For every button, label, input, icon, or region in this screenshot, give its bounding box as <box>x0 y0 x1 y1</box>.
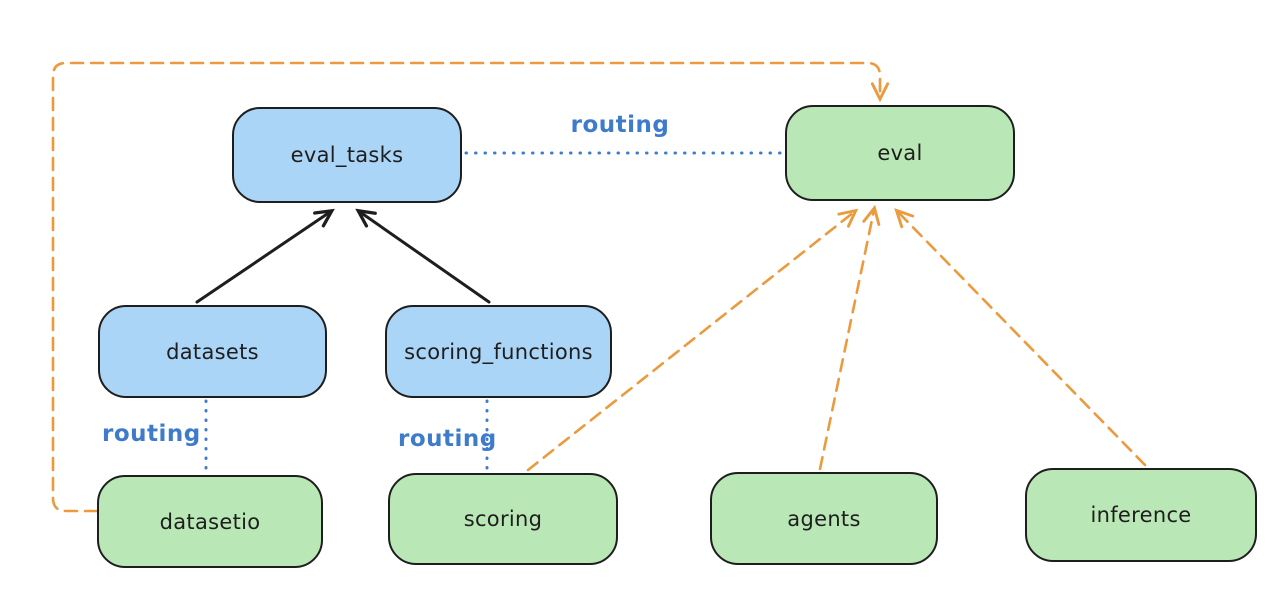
node-datasets-label: datasets <box>166 339 259 364</box>
edge-label-routing-eval-tasks-eval: routing <box>570 112 670 138</box>
edge-label-routing-datasets-datasetio: routing <box>102 421 201 447</box>
node-scoring-label: scoring <box>463 507 543 531</box>
node-eval: eval <box>785 105 1015 201</box>
node-inference-label: inference <box>1090 503 1192 527</box>
edge-datasets-to-eval-tasks-arrow <box>195 212 330 304</box>
edge-scoring-to-eval-arrow <box>526 208 859 472</box>
node-eval-tasks-label: eval_tasks <box>290 143 404 167</box>
edge-inference-to-eval-arrow <box>894 208 1147 467</box>
edge-datasetio-to-eval-arrow <box>51 61 890 513</box>
node-eval-tasks: eval_tasks <box>232 107 462 203</box>
node-agents: agents <box>710 472 938 565</box>
edge-scoring-functions-to-eval-tasks-arrow <box>360 212 491 304</box>
edge-label-routing-scoring-functions-scoring: routing <box>398 426 497 452</box>
node-datasets: datasets <box>98 305 327 398</box>
node-scoring-functions: scoring_functions <box>385 305 612 398</box>
node-agents-label: agents <box>787 506 861 531</box>
node-scoring: scoring <box>388 473 618 565</box>
node-eval-label: eval <box>877 141 923 165</box>
node-datasetio-label: datasetio <box>159 509 261 534</box>
edge-agents-to-eval-arrow <box>818 204 881 471</box>
node-inference: inference <box>1025 468 1257 562</box>
node-scoring-functions-label: scoring_functions <box>404 339 593 364</box>
node-datasetio: datasetio <box>97 475 323 568</box>
